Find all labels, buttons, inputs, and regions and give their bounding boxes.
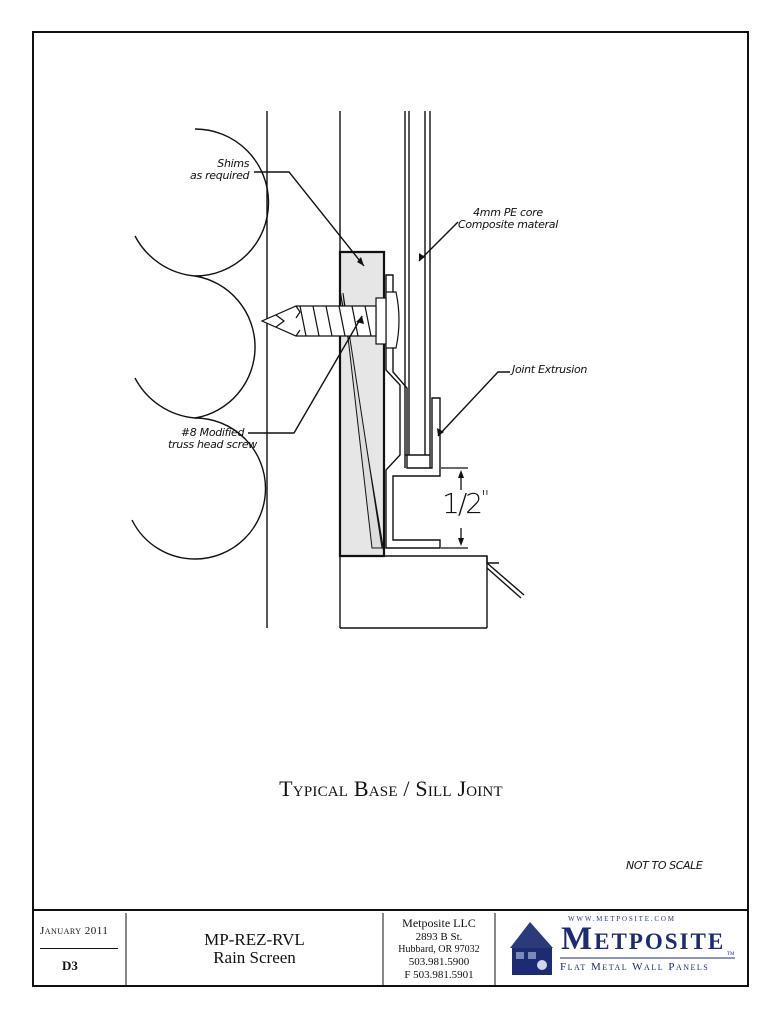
insulation-loop-3	[131, 417, 267, 560]
building-logo-icon	[510, 922, 553, 975]
logo-wordmark: Metposite	[561, 921, 726, 957]
callout-joint-extrusion: Joint Extrusion	[512, 363, 588, 376]
drawing-title: Typical Base / Sill Joint	[279, 776, 503, 801]
issue-date: January 2011	[40, 925, 109, 937]
callout-screw: #8 Modified truss head screw	[168, 426, 257, 451]
drawing-sheet-border	[32, 31, 749, 987]
leader-screw	[248, 315, 363, 434]
company-city: Hubbard, OR 97032	[398, 944, 480, 955]
logo-tagline: Flat Metal Wall Panels	[560, 961, 710, 973]
sheet-number: D3	[62, 958, 78, 973]
project-cell: MP-REZ-RVL Rain Screen	[126, 911, 383, 987]
title-block: January 2011 D3 MP-REZ-RVL Rain Screen M…	[32, 909, 749, 987]
callout-shims: Shims as required	[190, 157, 250, 182]
date-divider	[40, 948, 118, 949]
truss-head-screw	[260, 291, 400, 349]
insulation-loop-2	[134, 235, 256, 419]
scale-note: NOT TO SCALE	[626, 859, 703, 872]
date-cell: January 2011 D3	[32, 911, 126, 987]
company-fax: F 503.981.5901	[404, 969, 474, 981]
callout-core: 4mm PE core Composite materal	[458, 206, 558, 231]
logo-url: WWW.METPOSITE.COM	[568, 915, 676, 923]
project-code: MP-REZ-RVL	[204, 930, 305, 949]
project-name: Rain Screen	[213, 948, 296, 967]
company-street: 2893 B St.	[415, 931, 463, 943]
logo-trademark: TM	[727, 952, 735, 957]
company-phone: 503.981.5900	[408, 956, 470, 968]
company-cell: Metposite LLC 2893 B St. Hubbard, OR 970…	[383, 911, 495, 987]
leader-shims	[254, 171, 365, 267]
insulation-loop-1	[194, 128, 270, 277]
leader-extrusion	[437, 371, 510, 437]
joint-extrusion	[385, 274, 441, 549]
leader-core	[418, 221, 459, 262]
dimension-label: 1/2"	[442, 487, 489, 520]
company-name: Metposite LLC	[402, 916, 476, 930]
